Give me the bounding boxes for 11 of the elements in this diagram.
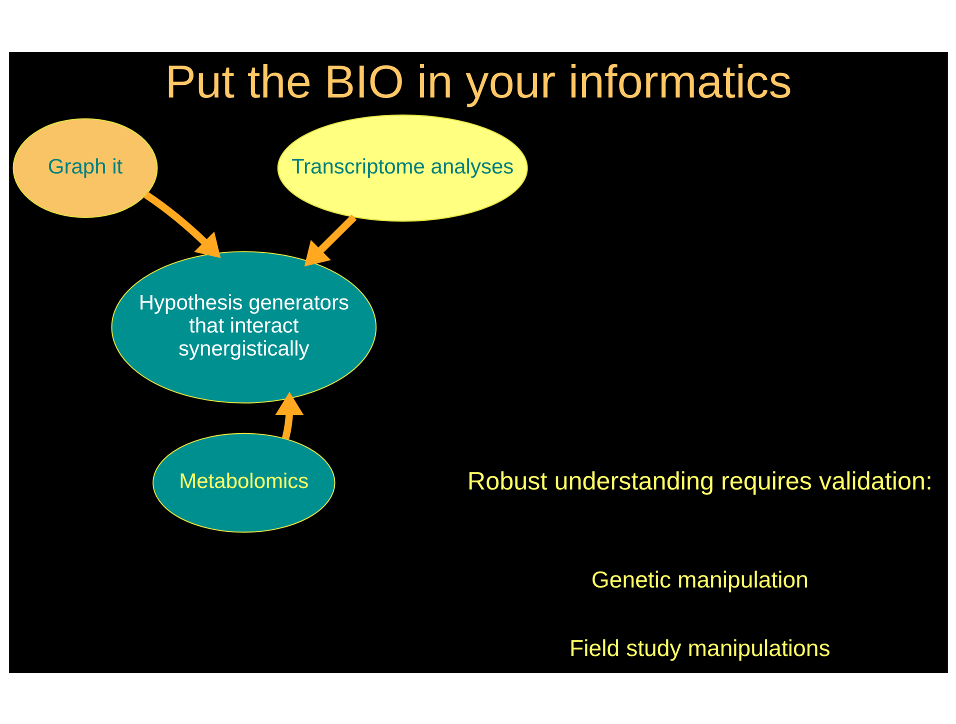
label: Field study manipulations — [569, 634, 830, 660]
node-ellipse: Transcriptome analyses — [276, 114, 528, 222]
arrow — [274, 391, 304, 439]
arrow — [304, 214, 356, 266]
node-ellipse: Metabolomics — [152, 432, 335, 532]
node-ellipse: Hypothesis generators that interact synergistically — [110, 250, 376, 403]
label: Genetic manipulation — [590, 566, 808, 592]
node-ellipse: Graph it — [12, 118, 158, 218]
arrow — [143, 191, 220, 258]
label: Robust understanding requires validation: — [466, 466, 932, 495]
diagram-title: Put the BIO in your informatics — [164, 54, 792, 107]
